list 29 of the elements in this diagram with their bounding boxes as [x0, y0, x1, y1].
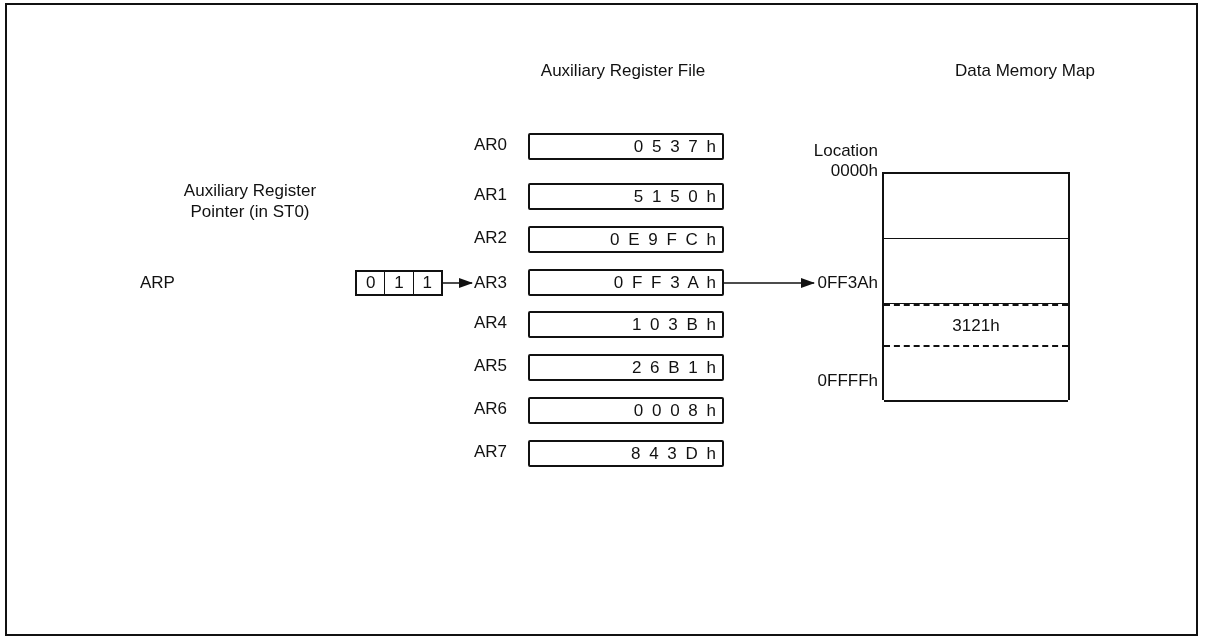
register-name: AR7	[474, 442, 508, 462]
memory-cell: 3121h	[884, 304, 1068, 347]
register-name: ARP	[140, 272, 176, 294]
register-box: 0 F F 3 A h	[528, 269, 724, 296]
section-title: Data Memory Map	[954, 60, 1096, 82]
register-name: AR0	[474, 135, 508, 155]
address-label: 0000h	[829, 160, 878, 182]
section-title: Auxiliary Register File	[539, 60, 707, 82]
arrow	[723, 278, 815, 288]
arrow	[442, 278, 473, 288]
register-name: AR4	[474, 313, 508, 333]
register-box: 0 1 1	[355, 270, 443, 296]
pointer-caption: Auxiliary Register Pointer (in ST0)	[182, 180, 318, 223]
register-name: AR5	[474, 356, 508, 376]
register-name: AR2	[474, 228, 508, 248]
register-name: AR6	[474, 399, 508, 419]
register-box: 2 6 B 1 h	[528, 354, 724, 381]
register-box: 5 1 5 0 h	[528, 183, 724, 210]
register-box: 0 0 0 8 h	[528, 397, 724, 424]
address-label: 0FF3Ah	[816, 270, 878, 296]
register-box: 1 0 3 B h	[528, 311, 724, 338]
address-label: AR3	[474, 270, 514, 296]
register-box: 0 E 9 F C h	[528, 226, 724, 253]
register-box: 0 5 3 7 h	[528, 133, 724, 160]
column-heading: Location	[812, 140, 878, 162]
register-box: 8 4 3 D h	[528, 440, 724, 467]
memory-map-column	[882, 172, 1070, 400]
address-label: 0FFFFh	[816, 370, 878, 392]
register-name: AR1	[474, 185, 508, 205]
